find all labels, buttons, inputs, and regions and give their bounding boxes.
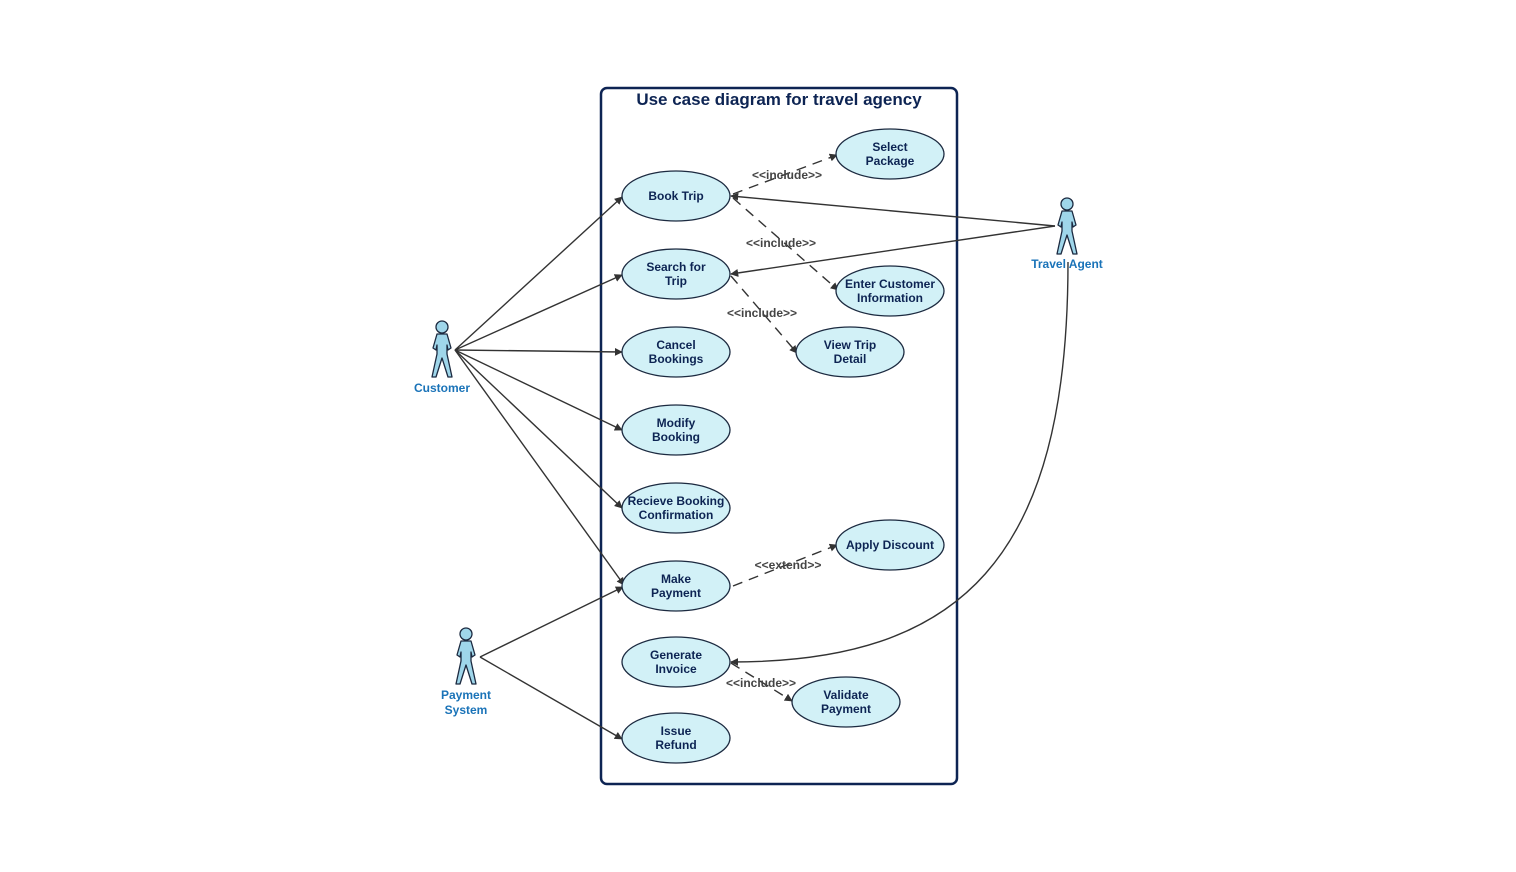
use-case-label: Modify <box>657 416 696 430</box>
use-case-label: Bookings <box>649 352 704 366</box>
actor-head <box>435 320 449 334</box>
assoc-agent-generate-invoice <box>730 261 1069 666</box>
relationships: <<include>> <<include>> <<include>> <<ex… <box>726 153 839 702</box>
use-case-label: Issue <box>661 724 692 738</box>
use-case-book-trip: Book Trip <box>621 170 731 222</box>
use-case-ellipse <box>621 482 731 534</box>
use-case-ellipse <box>621 560 731 612</box>
use-case-label: Apply Discount <box>846 538 934 552</box>
system-boundary <box>599 86 959 786</box>
use-case-ellipse <box>621 636 731 688</box>
use-case-ellipse <box>835 265 945 317</box>
actor-head <box>1060 197 1074 211</box>
use-case-label: Cancel <box>656 338 695 352</box>
actor-travel-agent: Travel Agent <box>1031 197 1103 271</box>
actor-head <box>459 627 473 641</box>
use-case-label: Payment <box>821 702 871 716</box>
use-case-apply-discount: Apply Discount <box>835 519 945 571</box>
actor-body <box>1056 210 1078 255</box>
use-case-ellipse <box>791 676 901 728</box>
assoc-customer-receive-confirmation <box>454 349 623 509</box>
actor-body <box>431 333 453 378</box>
use-case-ellipse <box>621 170 731 222</box>
use-case-label: Generate <box>650 648 702 662</box>
use-case-ellipse <box>795 326 905 378</box>
assoc-agent-book-trip <box>730 192 1056 227</box>
include-validate-payment-line <box>730 662 793 702</box>
assoc-customer-make-payment <box>454 349 625 586</box>
assoc-payment-issue-refund <box>479 656 623 740</box>
use-case-label: Book Trip <box>648 189 703 203</box>
include-select-package-line <box>732 153 838 195</box>
actor-customer: Customer <box>414 320 470 395</box>
use-case-label: Trip <box>665 274 687 288</box>
use-case-label: Enter Customer <box>845 277 935 291</box>
include-view-detail-label: <<include>> <box>727 306 797 320</box>
assoc-agent-search-trip <box>730 225 1056 277</box>
use-case-label: Confirmation <box>639 508 714 522</box>
extend-discount-label: <<extend>> <box>755 558 822 572</box>
use-case-label: Validate <box>823 688 869 702</box>
assoc-customer-modify-booking <box>454 349 623 431</box>
include-enter-info-label: <<include>> <box>746 236 816 250</box>
use-case-label: Booking <box>652 430 700 444</box>
assoc-payment-make-payment <box>479 586 624 658</box>
use-case-label: Invoice <box>655 662 697 676</box>
use-case-label: Search for <box>646 260 706 274</box>
use-case-ellipse <box>835 519 945 571</box>
actor-label: Travel Agent <box>1031 257 1103 271</box>
use-case-label: Refund <box>655 738 696 752</box>
actor-label: System <box>445 703 488 717</box>
use-case-label: Information <box>857 291 923 305</box>
actor-body <box>455 640 477 685</box>
use-case-ellipse <box>621 404 731 456</box>
use-case-ellipse <box>835 128 945 180</box>
assoc-customer-cancel-bookings <box>454 347 623 356</box>
use-case-ellipse <box>621 248 731 300</box>
actor-label: Payment <box>441 688 491 702</box>
use-case-ellipse <box>621 326 731 378</box>
use-case-label: Payment <box>651 586 701 600</box>
use-case-label: View Trip <box>824 338 876 352</box>
include-select-package-label: <<include>> <box>752 168 822 182</box>
use-case-label: Recieve Booking <box>628 494 725 508</box>
assoc-customer-book-trip <box>454 196 623 351</box>
assoc-customer-search-trip <box>454 274 623 351</box>
use-case-ellipse <box>621 712 731 764</box>
use-case-label: Make <box>661 572 691 586</box>
use-case-label: Detail <box>834 352 867 366</box>
associations <box>454 192 1069 740</box>
use-case-label: Package <box>866 154 915 168</box>
include-enter-info-line <box>732 197 839 291</box>
use-case-label: Select <box>872 140 907 154</box>
actor-label: Customer <box>414 381 470 395</box>
diagram-title: Use case diagram for travel agency <box>636 90 922 109</box>
extend-discount-line <box>732 543 838 587</box>
include-validate-payment-label: <<include>> <box>726 676 796 690</box>
